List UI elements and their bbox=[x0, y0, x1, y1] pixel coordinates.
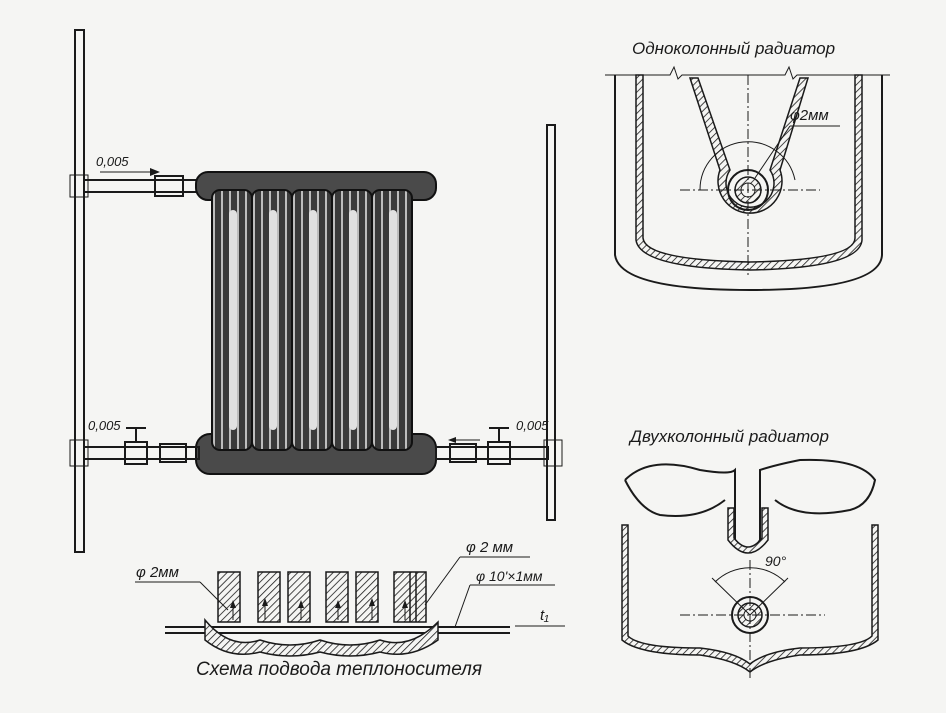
right-valve bbox=[487, 441, 511, 465]
tube-size-label: φ 10'×1мм bbox=[476, 568, 543, 584]
radiator-sections bbox=[211, 189, 413, 451]
left-return-pipe bbox=[83, 446, 200, 460]
single-column-section: Одноколонный радиатор φ2мм bbox=[605, 39, 890, 292]
right-return-flow-label: 0,005 bbox=[516, 418, 549, 433]
angle-label: 90° bbox=[765, 553, 787, 569]
left-return-flow-label: 0,005 bbox=[88, 418, 121, 433]
supply-pipe bbox=[83, 179, 200, 193]
feed-scheme: φ 2мм φ 2 мм φ 10'×1мм t₁ Схема подвода … bbox=[135, 539, 565, 680]
left-hole-label: φ 2мм bbox=[136, 564, 179, 581]
double-column-section: Двухколонный радиатор 90° bbox=[621, 427, 879, 680]
supply-flow-label: 0,005 bbox=[96, 154, 129, 169]
right-riser-pipe bbox=[546, 124, 556, 521]
radiator-schematic: 0,005 0,005 0,005 bbox=[69, 29, 563, 553]
left-valve bbox=[124, 441, 148, 465]
left-riser-pipe bbox=[74, 29, 85, 553]
double-column-title: Двухколонный радиатор bbox=[628, 427, 829, 446]
right-return-pipe bbox=[435, 446, 549, 460]
feed-scheme-caption: Схема подвода теплоносителя bbox=[196, 659, 482, 680]
temperature-label: t₁ bbox=[540, 607, 549, 624]
right-hole-label: φ 2 мм bbox=[466, 539, 513, 556]
single-column-title: Одноколонный радиатор bbox=[632, 39, 835, 58]
single-column-hole-label: φ2мм bbox=[790, 107, 829, 124]
